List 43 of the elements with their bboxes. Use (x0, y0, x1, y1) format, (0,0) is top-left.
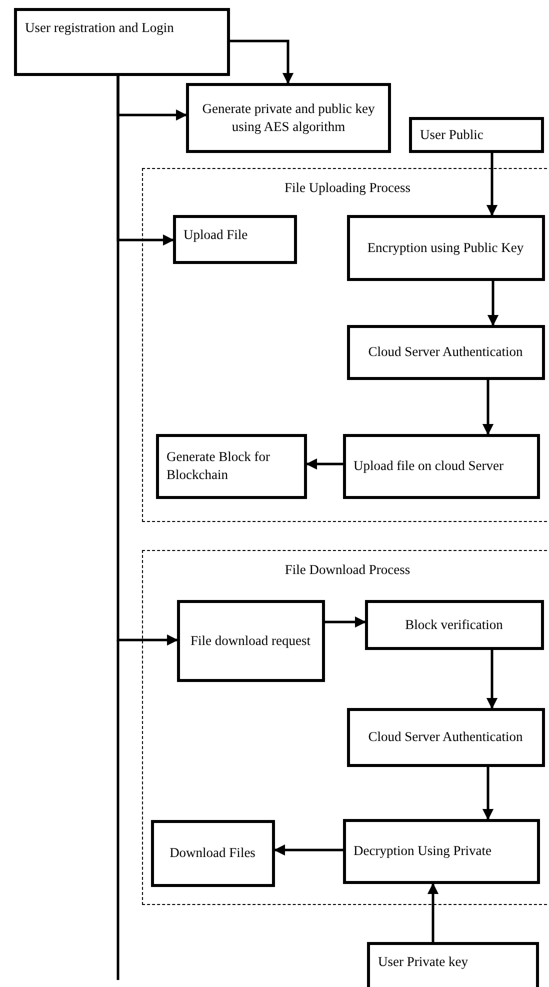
arrow (486, 153, 498, 216)
arrow (230, 40, 294, 84)
process-box (346, 324, 544, 380)
box-label: File download request (190, 632, 310, 650)
box-label: Upload File (184, 226, 248, 244)
process-box (172, 214, 296, 264)
process-box (346, 708, 544, 766)
box-label: Decryption Using Private (354, 842, 492, 860)
process-box (186, 83, 391, 153)
box-label: Generate Block for Blockchain (166, 448, 271, 484)
box-label: User Public (420, 126, 484, 144)
process-box (346, 214, 544, 280)
box-label: Generate private and public key using AES algorithm (201, 100, 376, 136)
dashed-group-box (142, 550, 549, 905)
box-label: User Private key (378, 953, 468, 971)
process-box (176, 600, 324, 682)
arrow (116, 76, 178, 646)
box-label: Cloud Server Authentication (368, 343, 523, 361)
dashed-group-box (142, 168, 549, 522)
process-box (14, 8, 230, 76)
arrow (325, 616, 366, 628)
box-label: Cloud Server Authentication (368, 728, 523, 746)
box-label: Block verification (405, 616, 503, 634)
box-label: Download Files (170, 844, 256, 862)
process-box (156, 434, 306, 498)
process-box (364, 600, 544, 650)
group-title: File Uploading Process (284, 179, 410, 197)
process-box (367, 942, 539, 987)
arrow (482, 380, 494, 436)
arrow (306, 458, 343, 470)
box-label: Encryption using Public Key (367, 238, 524, 256)
process-box (342, 434, 540, 498)
arrow (482, 767, 494, 820)
process-box (342, 818, 540, 884)
box-label: User registration and Login (25, 19, 174, 37)
arrow (486, 650, 498, 710)
group-title: File Download Process (284, 561, 410, 579)
arrow (274, 844, 343, 856)
box-label: Upload file on cloud Server (354, 457, 504, 475)
process-box (409, 117, 544, 153)
arrow (487, 281, 499, 326)
process-box (150, 820, 274, 886)
arrow (427, 882, 439, 942)
